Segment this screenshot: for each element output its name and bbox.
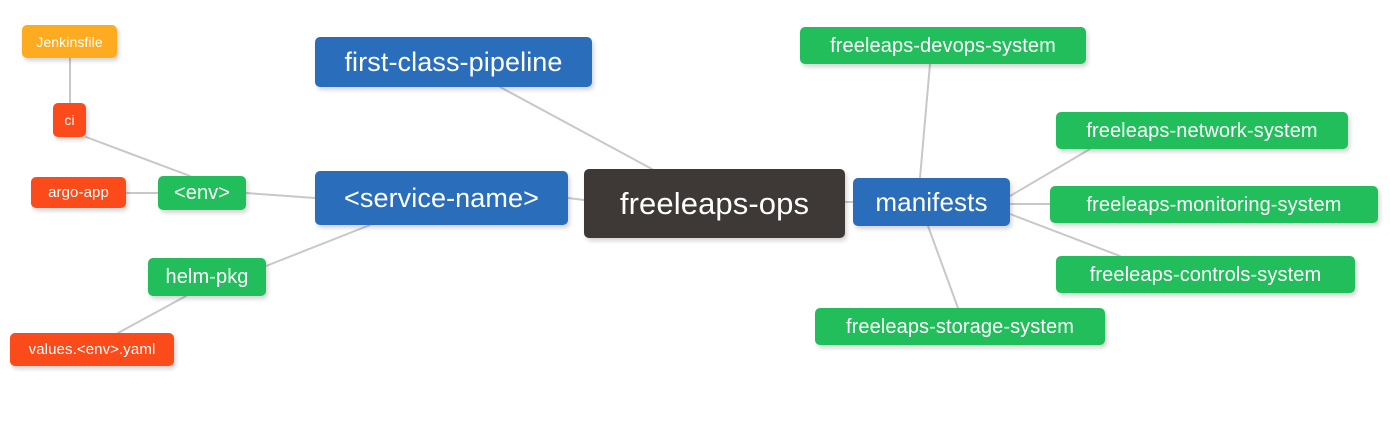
edge-manifests-devops — [919, 63, 931, 179]
edge-firstclasspipeline-freeleapsops — [499, 86, 653, 170]
node-label-argo-app: argo-app — [48, 184, 109, 201]
node-freeleaps-controls-system[interactable]: freeleaps-controls-system — [1056, 256, 1355, 293]
node-values-env-yaml[interactable]: values.<env>.yaml — [10, 333, 174, 366]
node-manifests[interactable]: manifests — [853, 178, 1010, 226]
edge-env-servicename — [245, 192, 316, 199]
edge-servicename-freeleapsops — [567, 197, 585, 201]
node-freeleaps-network-system[interactable]: freeleaps-network-system — [1056, 112, 1348, 149]
node-argo-app[interactable]: argo-app — [31, 177, 126, 208]
node-freeleaps-storage-system[interactable]: freeleaps-storage-system — [815, 308, 1105, 345]
node-freeleaps-ops[interactable]: freeleaps-ops — [584, 169, 845, 238]
node-label-helm-pkg: helm-pkg — [165, 266, 249, 288]
node-helm-pkg[interactable]: helm-pkg — [148, 258, 266, 296]
edge-values-helmpkg — [117, 295, 187, 334]
edge-ci-env — [85, 136, 191, 177]
node-label-freeleaps-network-system: freeleaps-network-system — [1086, 119, 1318, 142]
node-freeleaps-devops-system[interactable]: freeleaps-devops-system — [800, 27, 1086, 64]
node-label-values-env-yaml: values.<env>.yaml — [28, 341, 156, 358]
node-label-freeleaps-ops: freeleaps-ops — [619, 186, 810, 221]
edge-manifests-storage — [927, 225, 959, 309]
node-freeleaps-monitoring-system[interactable]: freeleaps-monitoring-system — [1050, 186, 1378, 223]
node-service-name[interactable]: <service-name> — [315, 171, 568, 225]
node-label-ci: ci — [64, 112, 75, 128]
edge-helmpkg-servicename — [265, 224, 371, 267]
node-label-env: <env> — [173, 182, 231, 204]
node-label-freeleaps-devops-system: freeleaps-devops-system — [830, 34, 1056, 57]
node-label-jenkinsfile: Jenkinsfile — [36, 33, 103, 50]
node-label-manifests: manifests — [875, 187, 988, 217]
node-label-freeleaps-controls-system: freeleaps-controls-system — [1089, 263, 1322, 286]
node-label-service-name: <service-name> — [344, 182, 539, 213]
node-label-freeleaps-storage-system: freeleaps-storage-system — [845, 315, 1075, 338]
node-first-class-pipeline[interactable]: first-class-pipeline — [315, 37, 592, 87]
node-env[interactable]: <env> — [158, 176, 246, 210]
node-label-freeleaps-monitoring-system: freeleaps-monitoring-system — [1086, 193, 1342, 216]
node-jenkinsfile[interactable]: Jenkinsfile — [22, 25, 117, 58]
node-label-first-class-pipeline: first-class-pipeline — [344, 46, 563, 77]
node-ci[interactable]: ci — [53, 103, 86, 137]
